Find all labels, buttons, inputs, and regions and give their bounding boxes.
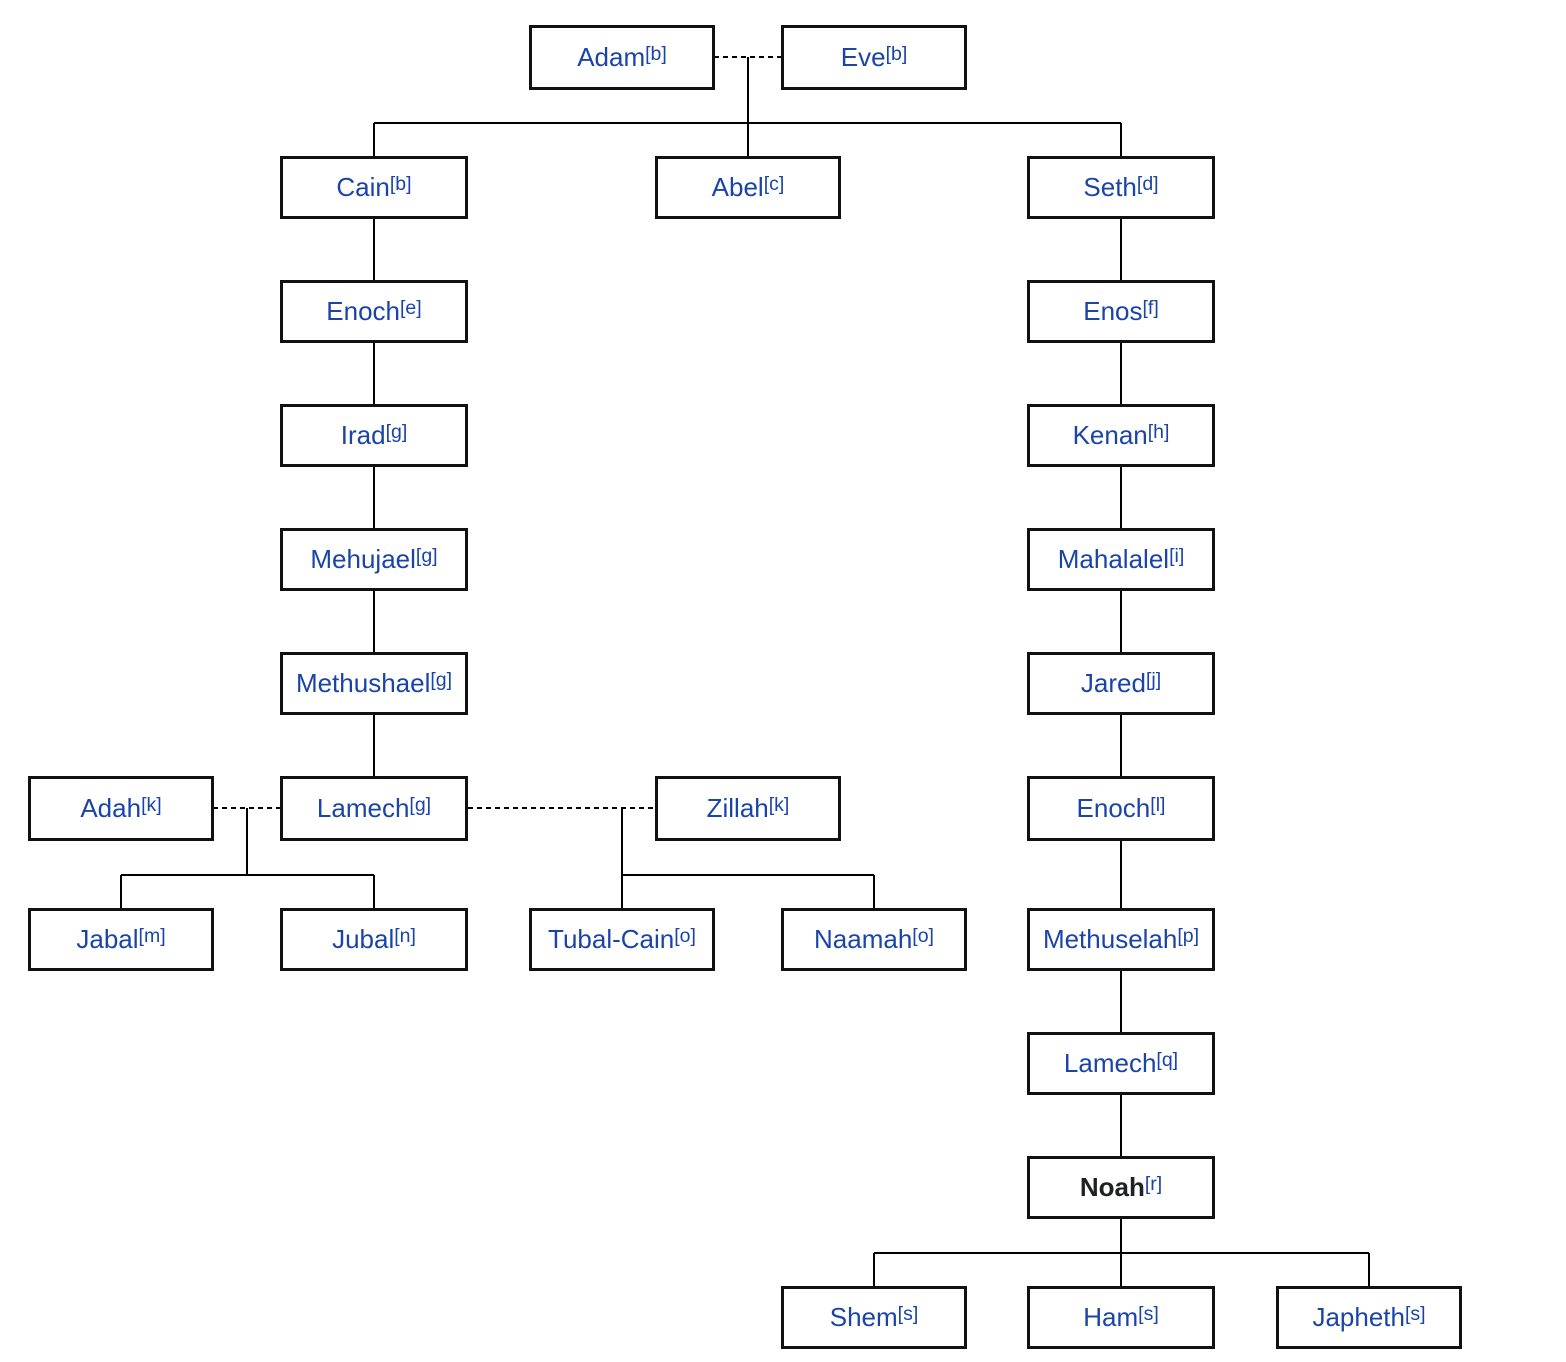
person-zillah[interactable]: Zillah[k] — [655, 776, 841, 841]
footnote-ref[interactable]: [j] — [1145, 669, 1162, 691]
person-methushael[interactable]: Methushael[g] — [280, 652, 468, 715]
footnote-ref[interactable]: [l] — [1150, 794, 1166, 816]
footnote-ref[interactable]: [q] — [1156, 1049, 1179, 1071]
footnote-ref[interactable]: [g] — [430, 669, 453, 691]
person-tubal-cain[interactable]: Tubal-Cain[o] — [529, 908, 715, 971]
footnote-ref[interactable]: [r] — [1144, 1173, 1163, 1195]
footnote-ref[interactable]: [k] — [768, 794, 790, 816]
person-name[interactable]: Methushael — [295, 668, 431, 698]
person-mahalalel[interactable]: Mahalalel[i] — [1027, 528, 1215, 591]
footnote-ref[interactable]: [o] — [912, 925, 934, 947]
person-name: Noah — [1079, 1172, 1145, 1202]
person-japheth[interactable]: Japheth[s] — [1276, 1286, 1462, 1349]
person-abel[interactable]: Abel[c] — [655, 156, 841, 219]
person-name[interactable]: Lamech — [1063, 1048, 1157, 1078]
person-name[interactable]: Japheth — [1312, 1302, 1405, 1332]
person-name[interactable]: Tubal-Cain — [548, 924, 675, 954]
footnote-ref[interactable]: [g] — [385, 421, 408, 443]
footnote-ref[interactable]: [n] — [394, 925, 416, 947]
person-name[interactable]: Lamech — [316, 793, 410, 823]
person-name[interactable]: Ham — [1083, 1302, 1139, 1332]
person-name[interactable]: Shem — [829, 1302, 898, 1332]
person-irad[interactable]: Irad[g] — [280, 404, 468, 467]
person-name[interactable]: Adah — [80, 793, 142, 823]
footnote-ref[interactable]: [b] — [885, 43, 908, 65]
person-lamech-son-of-methuselah[interactable]: Lamech[q] — [1027, 1032, 1215, 1095]
person-enoch-son-of-jared[interactable]: Enoch[l] — [1027, 776, 1215, 841]
footnote-ref[interactable]: [f] — [1142, 297, 1159, 319]
person-noah: Noah[r] — [1027, 1156, 1215, 1219]
person-name[interactable]: Abel — [711, 172, 764, 202]
person-name[interactable]: Jubal — [332, 924, 395, 954]
person-name[interactable]: Zillah — [706, 793, 769, 823]
person-shem[interactable]: Shem[s] — [781, 1286, 967, 1349]
person-name[interactable]: Jabal — [76, 924, 139, 954]
footnote-ref[interactable]: [i] — [1169, 545, 1185, 567]
person-name[interactable]: Eve — [840, 42, 886, 72]
person-methuselah[interactable]: Methuselah[p] — [1027, 908, 1215, 971]
person-jubal[interactable]: Jubal[n] — [280, 908, 468, 971]
person-enos[interactable]: Enos[f] — [1027, 280, 1215, 343]
person-name[interactable]: Jared — [1080, 668, 1146, 698]
footnote-ref[interactable]: [s] — [897, 1303, 919, 1325]
person-kenan[interactable]: Kenan[h] — [1027, 404, 1215, 467]
person-eve[interactable]: Eve[b] — [781, 25, 967, 90]
footnote-ref[interactable]: [e] — [400, 297, 422, 319]
person-name[interactable]: Enoch — [326, 296, 401, 326]
footnote-ref[interactable]: [g] — [409, 794, 432, 816]
footnote-ref[interactable]: [k] — [141, 794, 162, 816]
footnote-ref[interactable]: [m] — [138, 925, 166, 947]
person-seth[interactable]: Seth[d] — [1027, 156, 1215, 219]
person-naamah[interactable]: Naamah[o] — [781, 908, 967, 971]
person-enoch-son-of-cain[interactable]: Enoch[e] — [280, 280, 468, 343]
person-lamech-son-of-methushael[interactable]: Lamech[g] — [280, 776, 468, 841]
footnote-ref[interactable]: [g] — [415, 545, 438, 567]
person-adam[interactable]: Adam[b] — [529, 25, 715, 90]
footnote-ref[interactable]: [s] — [1138, 1303, 1159, 1325]
person-jabal[interactable]: Jabal[m] — [28, 908, 214, 971]
person-name[interactable]: Kenan — [1072, 420, 1148, 450]
person-name[interactable]: Enos — [1083, 296, 1143, 326]
person-name[interactable]: Irad — [340, 420, 386, 450]
person-name[interactable]: Naamah — [814, 924, 913, 954]
person-mehujael[interactable]: Mehujael[g] — [280, 528, 468, 591]
footnote-ref[interactable]: [s] — [1404, 1303, 1426, 1325]
person-name[interactable]: Mahalalel — [1057, 544, 1170, 574]
footnote-ref[interactable]: [h] — [1147, 421, 1170, 443]
footnote-ref[interactable]: [d] — [1136, 173, 1159, 195]
footnote-ref[interactable]: [b] — [389, 173, 412, 195]
person-jared[interactable]: Jared[j] — [1027, 652, 1215, 715]
person-adah[interactable]: Adah[k] — [28, 776, 214, 841]
person-ham[interactable]: Ham[s] — [1027, 1286, 1215, 1349]
person-name[interactable]: Seth — [1083, 172, 1137, 202]
footnote-ref[interactable]: [c] — [763, 173, 785, 195]
person-name[interactable]: Methuselah — [1042, 924, 1178, 954]
footnote-ref[interactable]: [p] — [1177, 925, 1200, 947]
person-name[interactable]: Cain — [336, 172, 390, 202]
person-name[interactable]: Adam — [577, 42, 646, 72]
person-name[interactable]: Enoch — [1076, 793, 1151, 823]
person-cain[interactable]: Cain[b] — [280, 156, 468, 219]
person-name[interactable]: Mehujael — [310, 544, 416, 574]
footnote-ref[interactable]: [b] — [645, 43, 667, 65]
footnote-ref[interactable]: [o] — [674, 925, 696, 947]
